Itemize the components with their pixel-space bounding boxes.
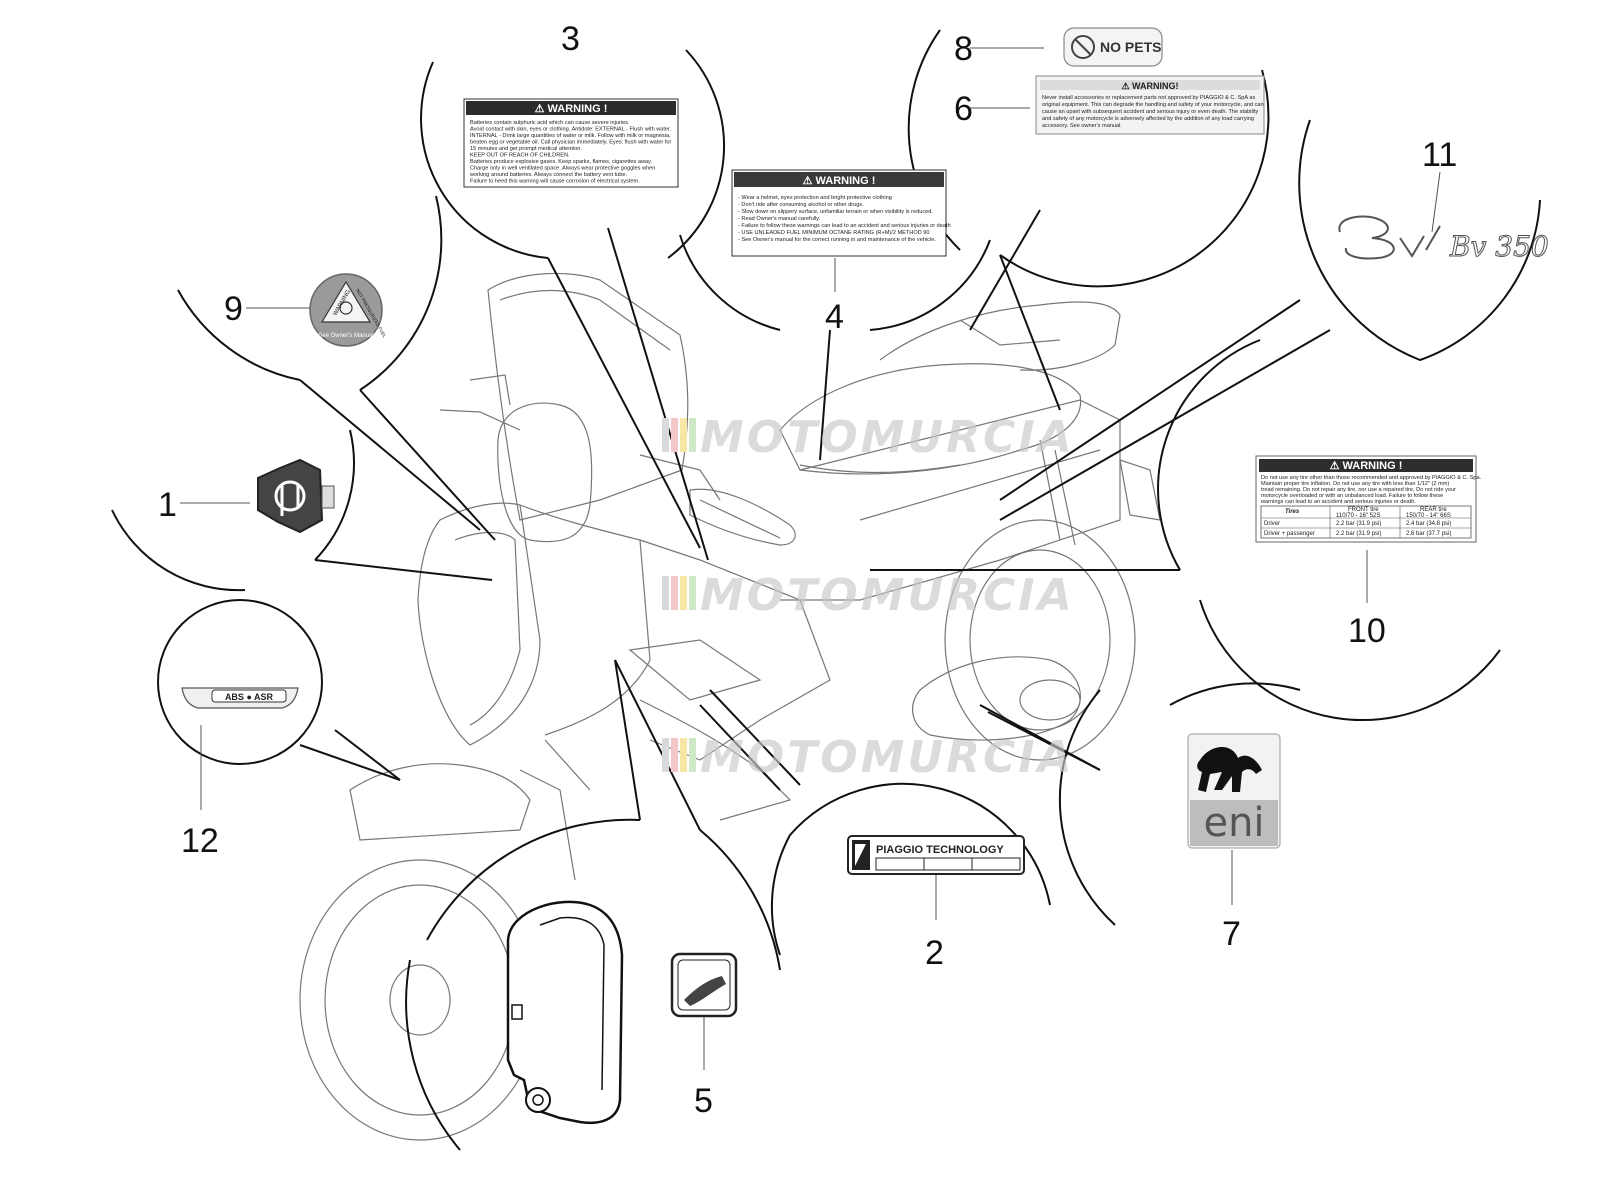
watermark-stripe	[671, 576, 678, 610]
watermark-stripe	[662, 576, 669, 610]
fuel-warning-bottom-text: See Owner's Manual	[318, 333, 374, 339]
rider-warning-line: - See Owner's manual for the correct run…	[738, 237, 936, 243]
six-legged-dog-icon	[1197, 746, 1262, 792]
eni-decal: eni	[1187, 733, 1281, 849]
rider-warning-line: - Failure to follow these warnings can l…	[738, 223, 951, 229]
callout-1: 1	[158, 486, 177, 524]
battery-warning-line: Charge only in well ventilated space. Al…	[470, 166, 655, 172]
watermark-text: MOTOMURCIA	[700, 570, 1075, 621]
battery-warning-heading: ⚠ WARNING !	[535, 103, 608, 115]
battery-warning-line: Avoid contact with skin, eyes or clothin…	[470, 127, 672, 133]
no-pets-text: NO PETS	[1100, 39, 1161, 55]
watermark-text: MOTOMURCIA	[700, 412, 1075, 463]
accessories-warning-line: and safety of any motorcycle is adversel…	[1042, 116, 1254, 122]
abs-asr-badge: ABS ● ASR	[181, 687, 299, 709]
leader-lines	[180, 47, 1441, 1070]
accessories-warning-line: Never install accessories or replacement…	[1042, 95, 1255, 101]
watermark: MOTOMURCIA	[662, 412, 1075, 463]
rider-warning-line: - Don't ride after consuming alcohol or …	[738, 202, 864, 208]
tire-warning-heading: ⚠ WARNING !	[1330, 460, 1403, 472]
watermark-stripe	[662, 738, 669, 772]
detail-bubbles	[111, 29, 1541, 1151]
fuel-warning-decal: WARNING NOT PRESSURIZED FUEL See Owner's…	[309, 273, 387, 347]
watermark: MOTOMURCIA	[662, 570, 1075, 621]
accessories-warning-heading: ⚠ WARNING!	[1121, 81, 1178, 91]
battery-warning-line: INTERNAL - Drink large quantities of wat…	[470, 133, 671, 139]
rider-warning-line: - Read Owner's manual carefully.	[738, 216, 821, 222]
tire-size-rear: 150/70 - 14" 66S	[1406, 513, 1451, 519]
tire-warning-line: Do not use any tire other than those rec…	[1261, 475, 1482, 481]
battery-warning-line: KEEP OUT OF REACH OF CHILDREN.	[470, 153, 570, 159]
battery-warning-line: Failure to heed this warning will cause …	[470, 179, 640, 185]
watermark-text: MOTOMURCIA	[700, 732, 1075, 783]
bv350-logo-text: Bv 350	[1449, 230, 1549, 263]
tire-pressure-decal: ⚠ WARNING ! Do not use any tire other th…	[1255, 455, 1482, 543]
callout-3: 3	[561, 20, 580, 58]
tire-size-front: 110/70 - 16" 52S	[1336, 513, 1380, 519]
callout-4: 4	[825, 298, 844, 336]
callout-8: 8	[954, 30, 973, 68]
lizard-graphic-icon	[684, 976, 726, 1006]
rider-warning-heading: ⚠ WARNING !	[803, 175, 876, 187]
bv350-logo-decal: Bv 350	[1338, 215, 1549, 264]
callout-11: 11	[1422, 136, 1457, 174]
watermark-stripe	[680, 418, 687, 452]
tire-table-cell: Driver + passenger	[1264, 531, 1315, 537]
callout-6: 6	[954, 90, 973, 128]
rider-warning-line: - Slow down on slippery surface, unfamil…	[738, 209, 933, 215]
no-pets-icon	[1071, 35, 1095, 59]
piaggio-technology-text: PIAGGIO TECHNOLOGY	[876, 844, 1004, 856]
accessories-warning-line: original equipment. This can degrade the…	[1042, 102, 1264, 108]
rider-warning-line: - USE UNLEADED FUEL MINIMUM OCTANE RATIN…	[738, 230, 930, 236]
no-pets-decal: NO PETS	[1063, 27, 1163, 67]
tire-warning-line: Maintain proper tire inflation. Do not u…	[1261, 481, 1449, 487]
battery-warning-line: working around batteries. Always connect…	[469, 172, 627, 178]
tire-table-cell: 2.2 bar (31.9 psi)	[1336, 531, 1381, 537]
tire-warning-line: motorcycle overloaded or with an unbalan…	[1261, 493, 1443, 499]
tire-warning-line: tread remaining. Do not repair any tire,…	[1261, 487, 1456, 493]
callout-10: 10	[1348, 612, 1386, 650]
watermark-stripe	[671, 418, 678, 452]
piaggio-shield-emblem	[257, 458, 335, 534]
watermark-stripe	[689, 738, 696, 772]
callout-numbers: 1 2 3 4 5 6 7 8 9 10 11 12	[158, 20, 1457, 1120]
tire-warning-line: warnings can lead to an accident and ser…	[1260, 499, 1416, 505]
watermark: MOTOMURCIA	[662, 732, 1075, 783]
battery-warning-line: beaten egg or vegetable oil. Call physic…	[470, 140, 672, 146]
footboard-decal	[670, 952, 738, 1018]
accessories-warning-line: accessory. See owner's manual.	[1042, 123, 1122, 129]
battery-warning-line: Batteries contain sulphuric acid which c…	[470, 120, 630, 126]
battery-warning-line: Batteries produce explosive gases. Keep …	[470, 159, 653, 165]
battery-warning-decal: ⚠ WARNING ! Batteries contain sulphuric …	[463, 98, 679, 188]
watermark-stripe	[689, 418, 696, 452]
callout-12: 12	[181, 822, 219, 860]
tire-table-cell: Driver	[1264, 521, 1280, 527]
accessories-warning-line: cause an upset with subsequent accident …	[1042, 109, 1259, 115]
watermark-stripe	[689, 576, 696, 610]
watermark-stripe	[662, 418, 669, 452]
floor-cover-part	[506, 900, 624, 1124]
tire-table-cell: 2.6 bar (37.7 psi)	[1406, 531, 1451, 537]
piaggio-technology-decal: PIAGGIO TECHNOLOGY	[847, 835, 1025, 875]
watermark-stripe	[680, 738, 687, 772]
watermark-group: MOTOMURCIA MOTOMURCIA MOTOMURCIA	[662, 412, 1075, 783]
rider-warning-line: - Wear a helmet, eyes protection and bri…	[738, 195, 892, 201]
tire-table-cell: 2.2 bar (31.9 psi)	[1336, 521, 1381, 527]
tire-table-header: Tires	[1285, 509, 1300, 515]
watermark-stripe	[671, 738, 678, 772]
abs-asr-text: ABS ● ASR	[225, 692, 274, 702]
tire-table-header: REAR tire	[1420, 507, 1447, 513]
tire-table-header: FRONT tire	[1348, 507, 1379, 513]
eni-text: eni	[1203, 800, 1264, 846]
callout-2: 2	[925, 934, 944, 972]
callout-5: 5	[694, 1082, 713, 1120]
battery-warning-line: 15 minutes and get prompt medical attent…	[470, 146, 582, 152]
watermark-stripe	[680, 576, 687, 610]
rider-warning-decal: ⚠ WARNING ! - Wear a helmet, eyes protec…	[731, 169, 951, 257]
callout-7: 7	[1222, 915, 1241, 953]
callout-9: 9	[224, 290, 243, 328]
tire-table-cell: 2.4 bar (34.8 psi)	[1406, 521, 1451, 527]
accessories-warning-decal: ⚠ WARNING! Never install accessories or …	[1035, 75, 1265, 135]
